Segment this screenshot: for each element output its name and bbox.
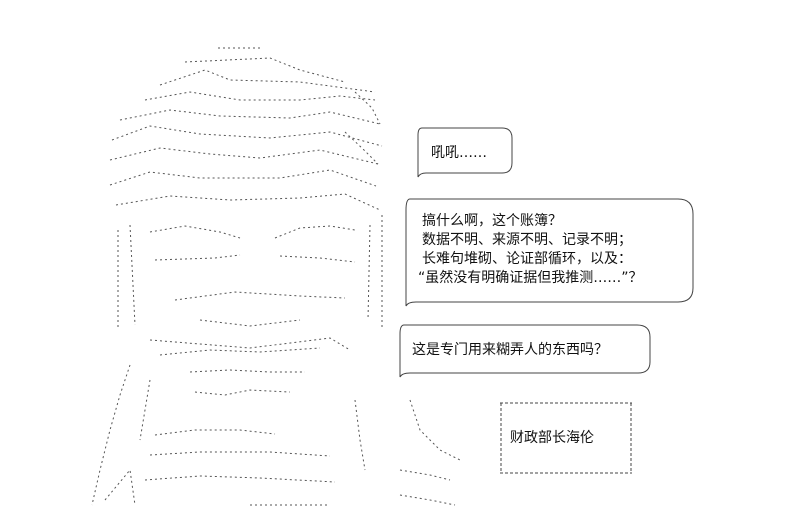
bubble-large-line-2: 数据不明、来源不明、记录不明； [422,232,632,248]
speech-bubble-small-text: 吼吼…… [431,145,487,161]
caption-box: 财政部长海伦 [500,402,632,474]
bubble-large-line-1: 搞什么啊，这个账簿？ [422,213,562,229]
caption-text: 财政部长海伦 [510,430,594,446]
speech-bubble-middle-text: 这是专门用来糊弄人的东西吗？ [412,342,608,358]
speech-bubble-large [405,198,694,307]
speech-bubble-small [417,127,513,178]
bubble-large-line-3: 长难句堆砌、论证部循环，以及： [422,251,632,267]
bubble-large-line-4: “虽然没有明确证据但我推测……”？ [418,270,643,286]
speech-bubble-middle [399,324,651,378]
